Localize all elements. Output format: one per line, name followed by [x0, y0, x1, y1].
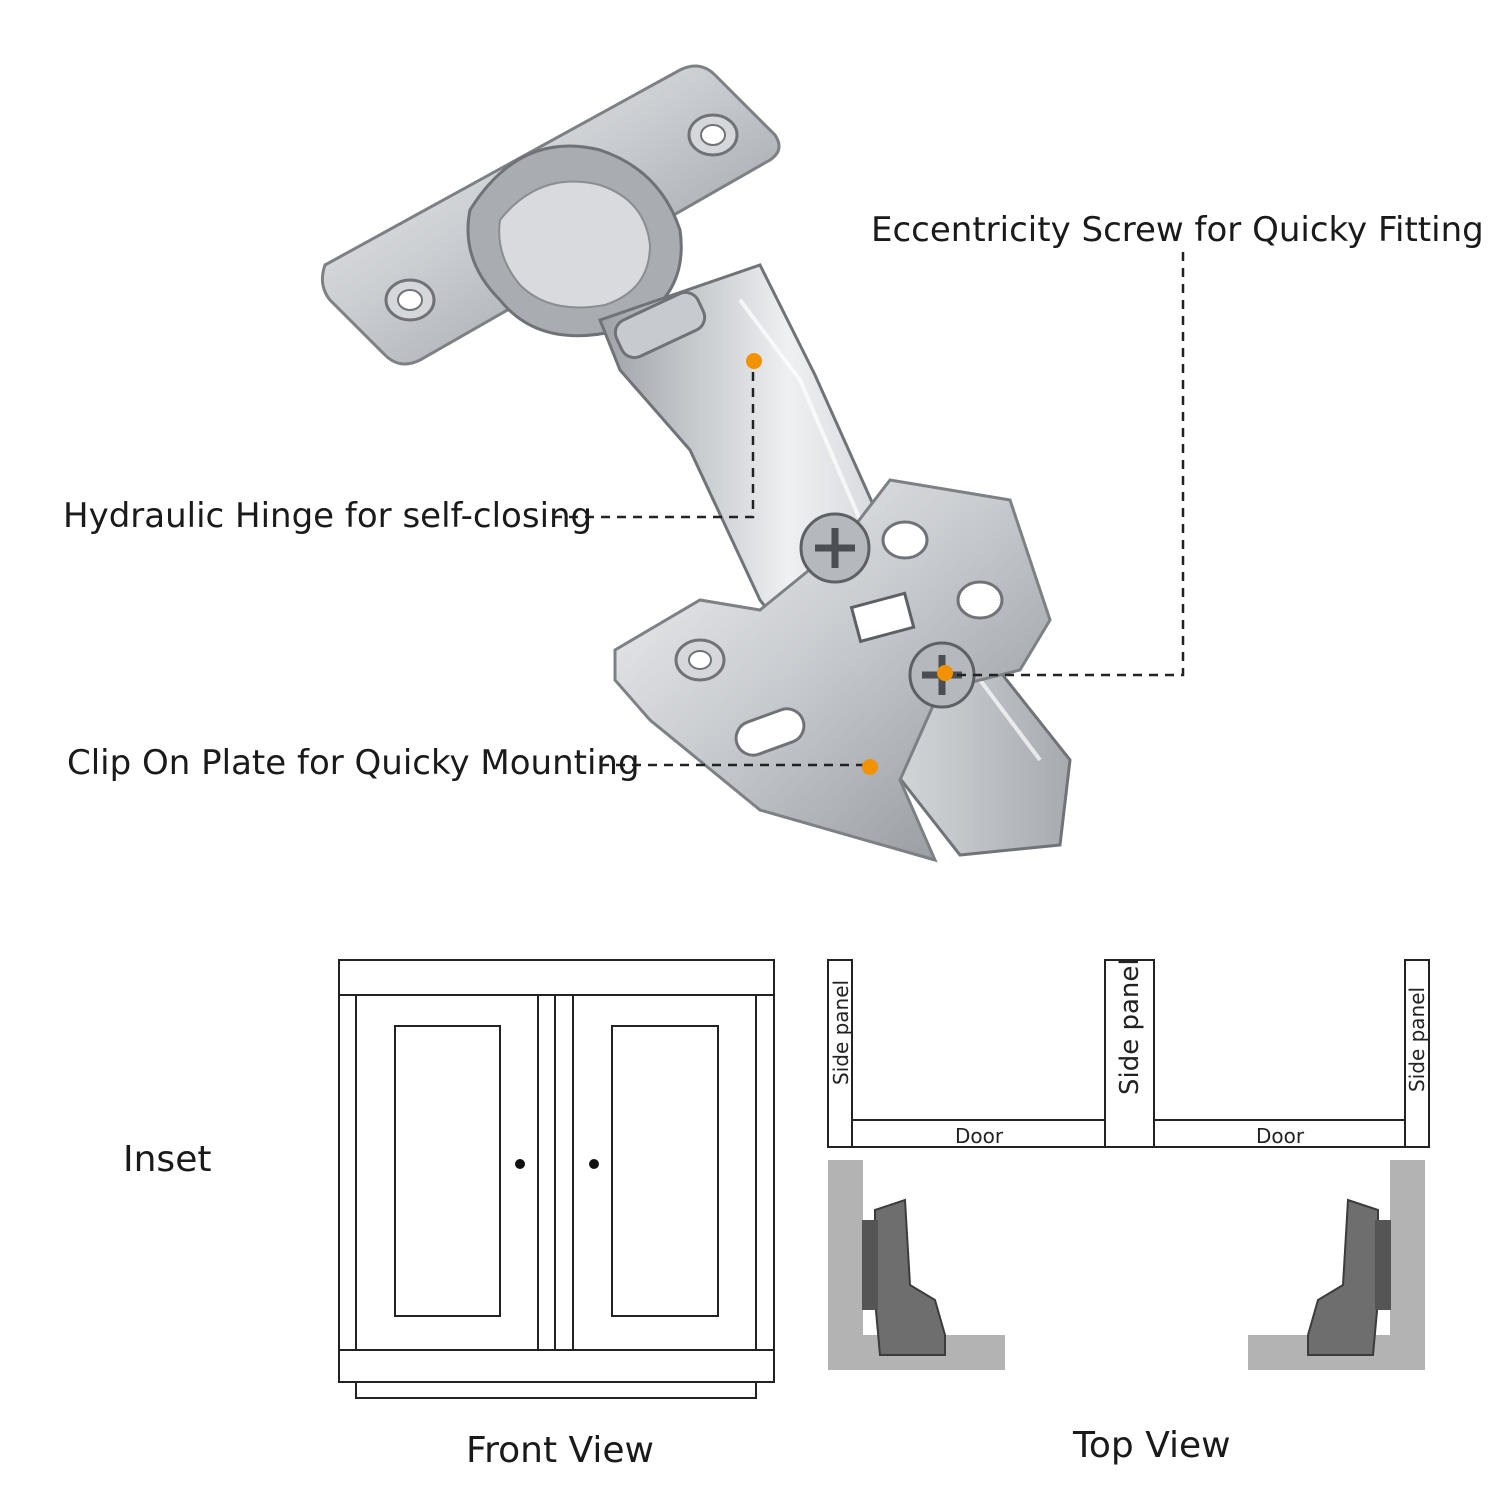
hydraulic-hinge-label: Hydraulic Hinge for self-closing [63, 496, 593, 536]
side-panel-left-label: Side panel [829, 980, 853, 1085]
door-left-label: Door [955, 1124, 1004, 1148]
side-panel-center-label: Side panel [1115, 958, 1145, 1095]
clip-on-callout-dot [862, 759, 878, 775]
left-door-knob [515, 1159, 525, 1169]
inset-label: Inset [123, 1139, 212, 1180]
left-installed-hinge [828, 1160, 1005, 1370]
hydraulic-callout-dot [746, 353, 762, 369]
right-door-knob [589, 1159, 599, 1169]
front-view-caption: Front View [466, 1430, 654, 1471]
right-installed-hinge [1248, 1160, 1425, 1370]
side-panel-right-label: Side panel [1405, 987, 1429, 1092]
cup-mounting-plate [320, 64, 781, 366]
clip-on-plate-label: Clip On Plate for Quicky Mounting [67, 743, 640, 783]
eccentricity-callout-dot [937, 665, 953, 681]
top-view-caption: Top View [1073, 1425, 1231, 1466]
hinge-illustration [320, 64, 1185, 863]
screws [799, 512, 976, 709]
callout-leaders [553, 252, 1185, 767]
eccentricity-screw-label: Eccentricity Screw for Quicky Fitting [871, 210, 1484, 250]
door-right-label: Door [1256, 1124, 1305, 1148]
